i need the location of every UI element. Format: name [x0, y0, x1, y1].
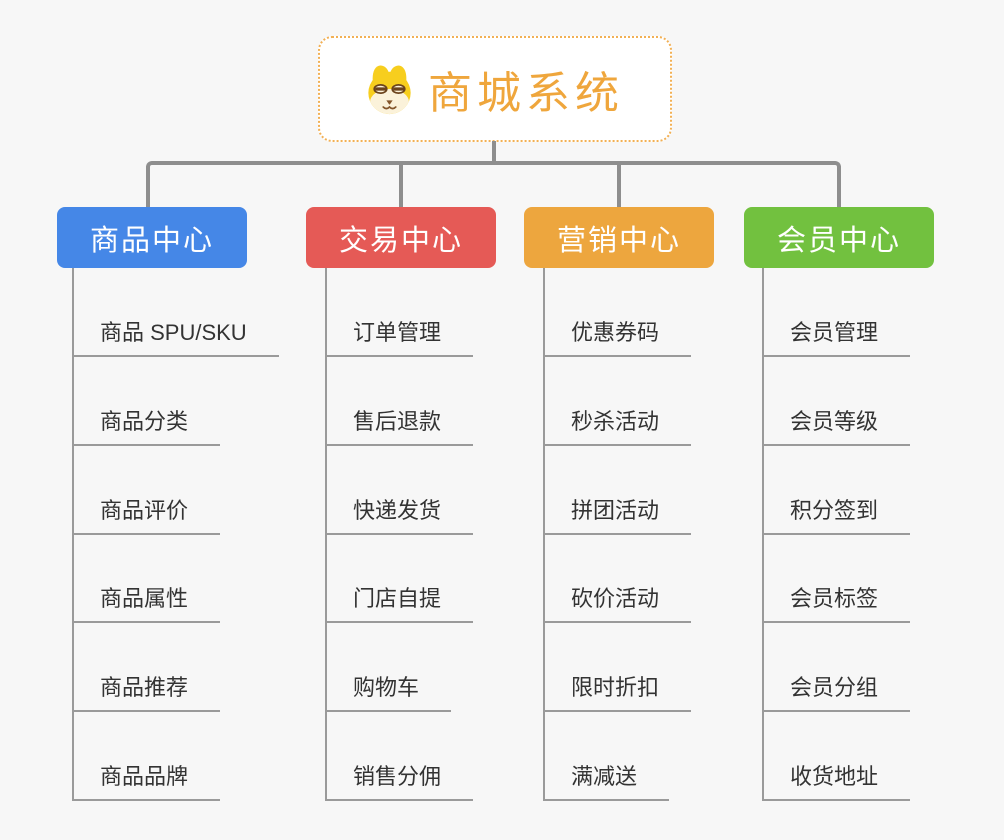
branch-trade-center[interactable]: 交易中心 [306, 207, 496, 268]
mindmap-item[interactable]: 商品推荐 [72, 673, 221, 712]
connector-drop-trade [399, 165, 403, 207]
branch-label: 会员中心 [776, 224, 901, 257]
mindmap-item[interactable]: 收货地址 [762, 762, 911, 801]
connector-root-drop [492, 141, 496, 163]
mindmap-item[interactable]: 快递发货 [325, 496, 474, 535]
mindmap-item[interactable]: 商品 SPU/SKU [72, 318, 279, 357]
mindmap-item[interactable]: 优惠券码 [543, 318, 692, 357]
branch-marketing-center[interactable]: 营销中心 [524, 207, 714, 268]
mindmap-item[interactable]: 拼团活动 [543, 496, 692, 535]
mindmap-item[interactable]: 订单管理 [325, 318, 474, 357]
root-node[interactable]: 商城系统 [318, 36, 672, 142]
mindmap-item[interactable]: 商品品牌 [72, 762, 221, 801]
mindmap-item[interactable]: 购物车 [325, 673, 452, 712]
mindmap-item[interactable]: 售后退款 [325, 407, 474, 446]
mindmap-item[interactable]: 会员标签 [762, 584, 911, 623]
mindmap-item[interactable]: 商品分类 [72, 407, 221, 446]
mindmap-item[interactable]: 商品属性 [72, 584, 221, 623]
branch-label: 营销中心 [556, 224, 681, 257]
mindmap-item[interactable]: 秒杀活动 [543, 407, 692, 446]
mindmap-item[interactable]: 满减送 [543, 762, 670, 801]
mindmap-item[interactable]: 商品评价 [72, 496, 221, 535]
root-title: 商城系统 [428, 69, 624, 118]
mindmap-item[interactable]: 销售分佣 [325, 762, 474, 801]
connector-bus [146, 161, 841, 207]
connector-drop-marketing [617, 165, 621, 207]
mindmap-item[interactable]: 限时折扣 [543, 673, 692, 712]
branch-product-center[interactable]: 商品中心 [57, 207, 247, 268]
branch-label: 交易中心 [338, 224, 463, 257]
mindmap-item[interactable]: 积分签到 [762, 496, 911, 535]
mindmap-item[interactable]: 砍价活动 [543, 584, 692, 623]
branch-member-center[interactable]: 会员中心 [744, 207, 934, 268]
mindmap-item[interactable]: 门店自提 [325, 584, 474, 623]
mindmap-item[interactable]: 会员管理 [762, 318, 911, 357]
mindmap-item[interactable]: 会员分组 [762, 673, 911, 712]
mindmap-item[interactable]: 会员等级 [762, 407, 911, 446]
branch-label: 商品中心 [89, 224, 214, 257]
shiba-dog-icon [368, 65, 411, 115]
